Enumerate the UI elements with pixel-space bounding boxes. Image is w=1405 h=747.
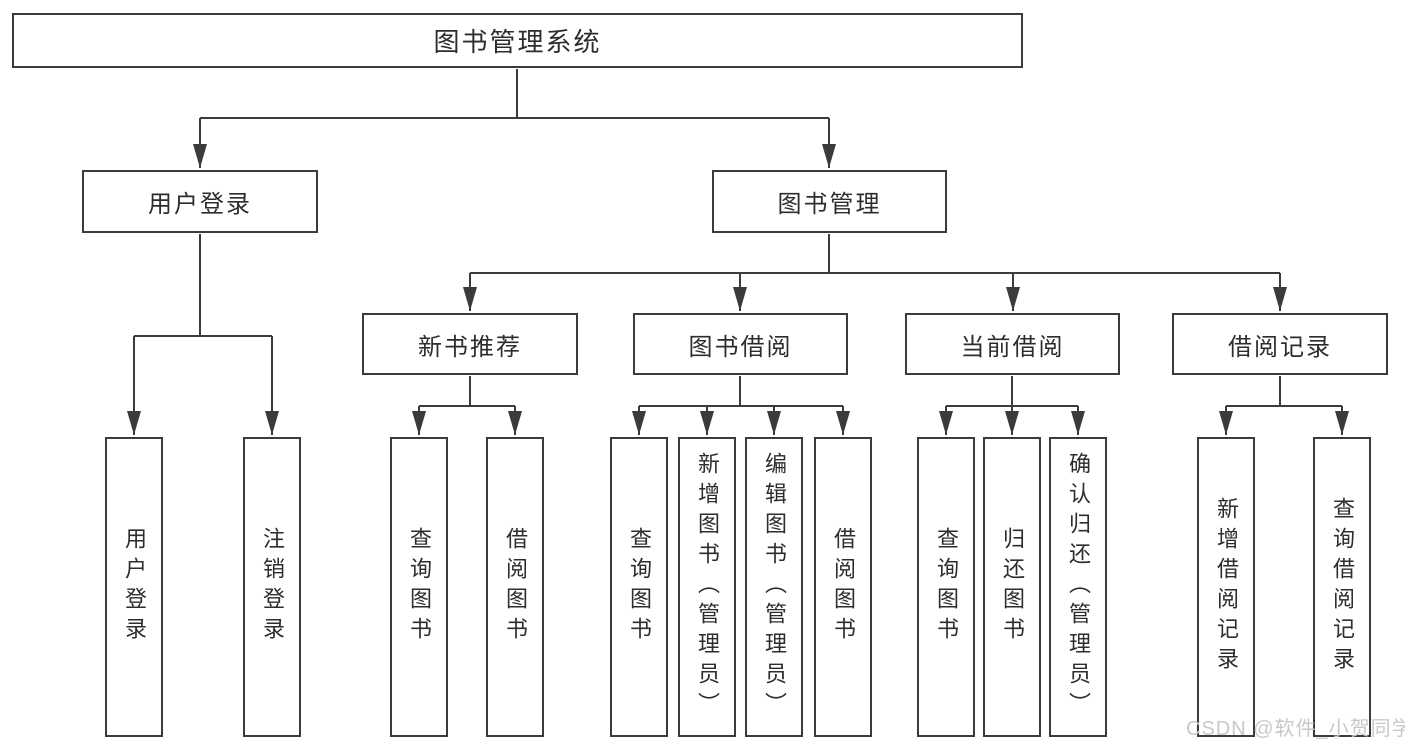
node-new-book-recommend: 新书推荐 <box>362 313 578 375</box>
node-library-management-system: 图书管理系统 <box>12 13 1023 68</box>
node-label: 当前借阅 <box>960 333 1065 361</box>
node-label: 图书管理系统 <box>433 27 602 57</box>
node-label: 编辑图书（管理员） <box>762 452 787 722</box>
node-label: 新增借阅记录 <box>1214 497 1239 677</box>
leaf-borrow-edit-books-admin: 编辑图书（管理员） <box>745 437 803 737</box>
node-label: 借阅图书 <box>831 527 856 647</box>
node-label: 确认归还（管理员） <box>1066 452 1091 722</box>
node-label: 新书推荐 <box>418 333 522 361</box>
node-label: 借阅图书 <box>503 527 528 647</box>
csdn-watermark: CSDN @软件_小贺同学 <box>1186 718 1405 740</box>
node-label: 图书借阅 <box>688 333 793 361</box>
edge-book-borrow-to-leaves <box>632 376 850 435</box>
leaf-borrow-add-books-admin: 新增图书（管理员） <box>678 437 736 737</box>
node-label: 查询图书 <box>934 527 959 647</box>
leaf-borrow-query-books: 查询图书 <box>610 437 668 737</box>
node-current-borrow: 当前借阅 <box>905 313 1120 375</box>
node-label: 查询图书 <box>407 527 432 647</box>
node-label: 归还图书 <box>1000 527 1025 647</box>
node-label: 图书管理 <box>777 191 882 218</box>
edge-new-book-recommend-to-leaves <box>412 376 522 435</box>
leaf-borrow-borrow-books: 借阅图书 <box>814 437 872 737</box>
leaf-record-add-borrow-record: 新增借阅记录 <box>1197 437 1255 737</box>
node-label: 借阅记录 <box>1228 333 1332 361</box>
leaf-current-confirm-return-admin: 确认归还（管理员） <box>1049 437 1107 737</box>
leaf-logout: 注销登录 <box>243 437 301 737</box>
leaf-recommend-borrow-books: 借阅图书 <box>486 437 544 737</box>
node-label: 查询图书 <box>627 527 652 647</box>
leaf-current-query-books: 查询图书 <box>917 437 975 737</box>
node-label: 用户登录 <box>122 527 147 647</box>
leaf-record-query-borrow-record: 查询借阅记录 <box>1313 437 1371 737</box>
edge-book-management-to-level3 <box>463 234 1287 311</box>
node-label: 新增图书（管理员） <box>695 452 720 722</box>
leaf-user-login: 用户登录 <box>105 437 163 737</box>
leaf-current-return-books: 归还图书 <box>983 437 1041 737</box>
edge-user-login-to-leaves <box>127 234 279 435</box>
node-label: 注销登录 <box>260 527 285 647</box>
edge-borrow-record-to-leaves <box>1219 376 1349 435</box>
node-label: 用户登录 <box>148 191 252 218</box>
node-label: 查询借阅记录 <box>1330 497 1355 677</box>
node-borrow-record: 借阅记录 <box>1172 313 1388 375</box>
node-user-login: 用户登录 <box>82 170 318 233</box>
edge-root-to-level2 <box>193 69 836 168</box>
leaf-recommend-query-books: 查询图书 <box>390 437 448 737</box>
node-book-management: 图书管理 <box>712 170 947 233</box>
edge-current-borrow-to-leaves <box>939 376 1085 435</box>
node-book-borrow: 图书借阅 <box>633 313 848 375</box>
